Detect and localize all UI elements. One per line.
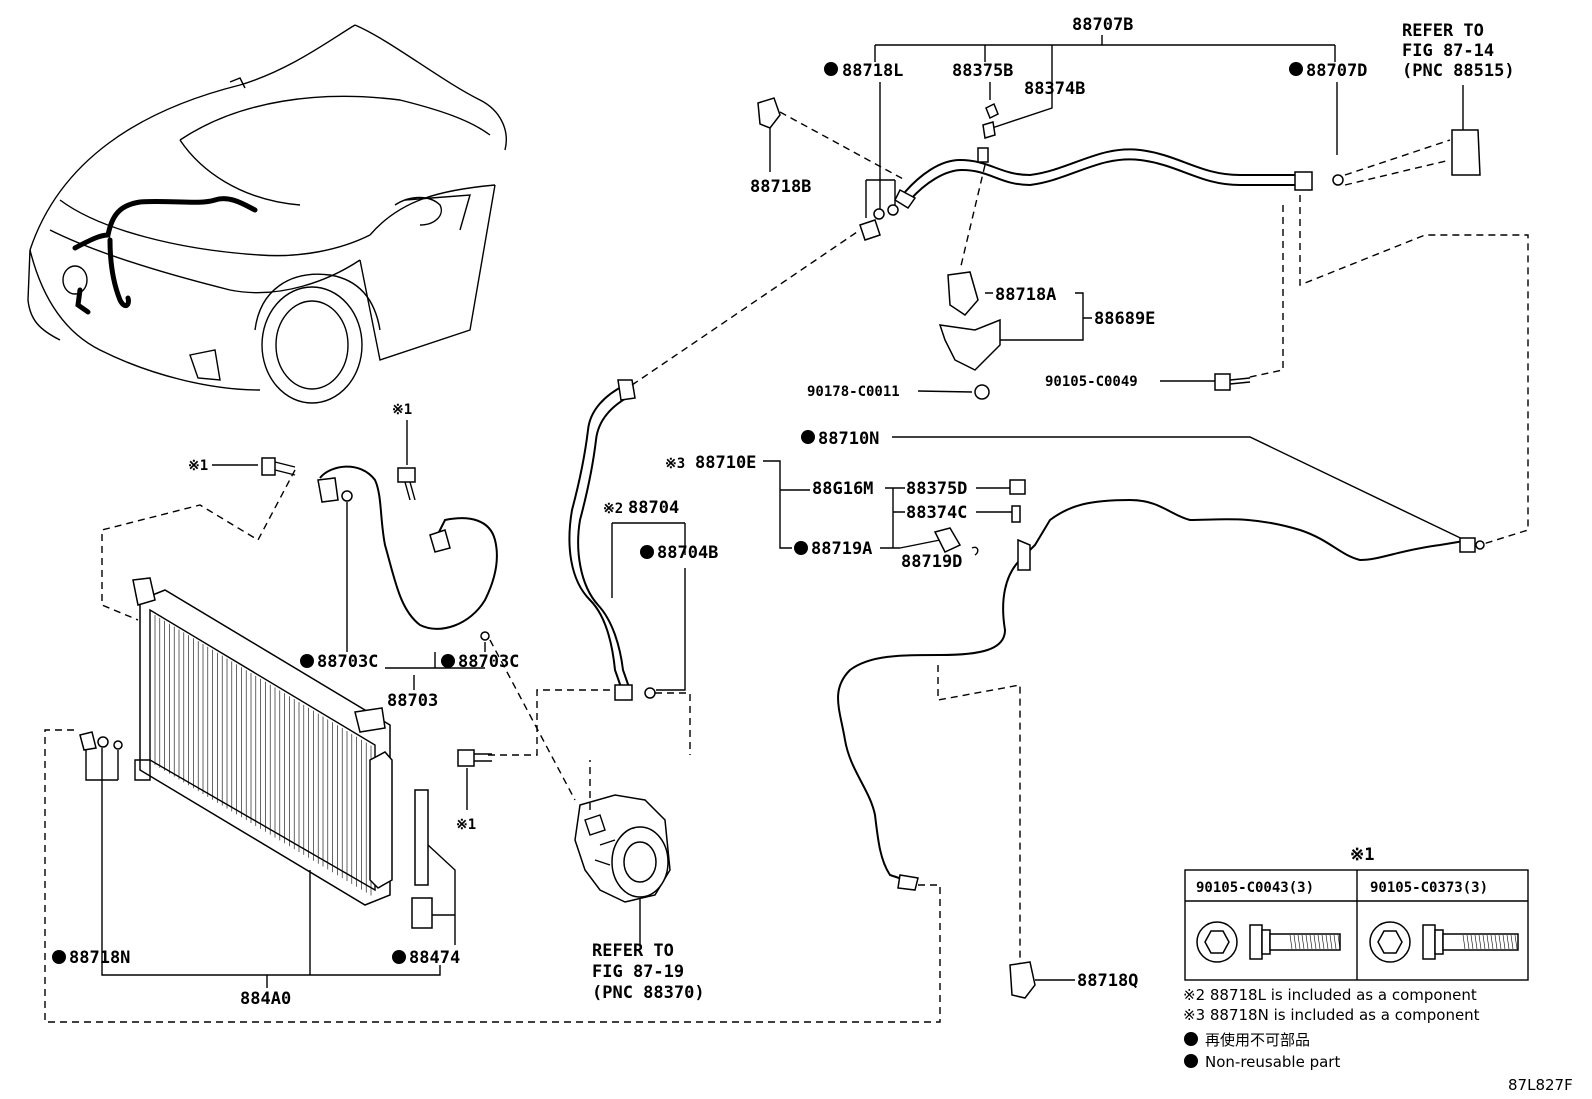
condenser-884A0-group: 88474 88718N 884A0: [52, 577, 460, 1009]
refer-label-2b: FIG 87-19: [592, 962, 684, 982]
label-90178-C0011: 90178-C0011: [807, 384, 900, 400]
table-col1: 90105-C0043(3): [1196, 880, 1314, 896]
legend-jp: 再使用不可部品: [1205, 1031, 1310, 1049]
bolt-icon: [1196, 921, 1341, 963]
table-col2: 90105-C0373(3): [1370, 880, 1488, 896]
label-88719A: 88719A: [811, 539, 872, 559]
label-88719D: 88719D: [901, 552, 962, 572]
label-88374B: 88374B: [1024, 79, 1085, 99]
non-reusable-dot: [1184, 1032, 1198, 1046]
bolt-threads: [1289, 934, 1518, 950]
refer-label-2c: (PNC 88370): [592, 983, 705, 1003]
legend-en: Non-reusable part: [1205, 1053, 1340, 1071]
mark-2: ※2: [603, 501, 623, 517]
label-884A0: 884A0: [240, 989, 291, 1009]
label-88718N: 88718N: [69, 948, 130, 968]
label-88718B: 88718B: [750, 177, 811, 197]
non-reusable-dot: [801, 430, 815, 444]
refer-label-1: REFER TO: [1402, 21, 1484, 41]
label-88704: 88704: [628, 498, 679, 518]
label-88703: 88703: [387, 691, 438, 711]
bolt-reference-table: ※1 90105-C0043(3) 90105-C0373(3): [1184, 845, 1529, 981]
non-reusable-dot: [1184, 1054, 1198, 1068]
discharge-hose-88703-group: ※1 ※1 88703C 88703C 88703: [101, 402, 576, 801]
notes-legend: ※2 88718L is included as a component ※3 …: [1183, 986, 1573, 1094]
label-90105-C0049: 90105-C0049: [1045, 374, 1138, 390]
vehicle-front-illustration: [27, 24, 507, 404]
non-reusable-dot: [300, 654, 314, 668]
non-reusable-dot: [1289, 62, 1303, 76]
diagram-code: 87L827F: [1508, 1076, 1573, 1094]
non-reusable-dot: [441, 654, 455, 668]
label-88718Q: 88718Q: [1077, 971, 1138, 991]
label-88704B: 88704B: [657, 543, 718, 563]
non-reusable-dot: [392, 950, 406, 964]
mark-1c: ※1: [456, 817, 476, 833]
label-88G16M: 88G16M: [812, 479, 873, 499]
suction-hose-88707B-group: 88707B 88718L 88375B 88374B 88707D REFER…: [750, 15, 1529, 546]
mark-1b: ※1: [392, 402, 412, 418]
label-88707D: 88707D: [1306, 61, 1367, 81]
non-reusable-dot: [52, 950, 66, 964]
condenser-fins: [154, 615, 372, 896]
mark-1a: ※1: [188, 458, 208, 474]
bracket-88689E-group: 88718A 88689E 90178-C0011 90105-C0049: [807, 271, 1251, 400]
non-reusable-dot: [640, 545, 654, 559]
label-88718A: 88718A: [995, 285, 1056, 305]
non-reusable-dot: [794, 541, 808, 555]
note-2: ※2 88718L is included as a component: [1183, 986, 1477, 1004]
label-88718L: 88718L: [842, 61, 903, 81]
note-3: ※3 88718N is included as a component: [1183, 1006, 1480, 1024]
compressor-group: REFER TO FIG 87-19 (PNC 88370) ※1: [456, 749, 705, 1003]
refer-label-1c: (PNC 88515): [1402, 61, 1515, 81]
label-88375B: 88375B: [952, 61, 1013, 81]
label-88689E: 88689E: [1094, 309, 1155, 329]
suction-hose-88704-group: ※2 88704 88704B: [485, 229, 861, 756]
non-reusable-dot: [824, 62, 838, 76]
label-88710N: 88710N: [818, 429, 879, 449]
mark-3: ※3: [665, 456, 685, 472]
label-88703C-b: 88703C: [458, 652, 519, 672]
label-88710E: 88710E: [695, 453, 756, 473]
refer-label-1b: FIG 87-14: [1402, 41, 1494, 61]
table-heading: ※1: [1350, 845, 1374, 865]
label-88474: 88474: [409, 948, 460, 968]
label-88374C: 88374C: [906, 503, 967, 523]
label-88375D: 88375D: [906, 479, 967, 499]
label-88707B: 88707B: [1072, 15, 1133, 35]
label-88703C-a: 88703C: [317, 652, 378, 672]
liquid-tube-88710E-group: 88710N ※3 88710E 88G16M 88375D 88374C 88…: [44, 429, 1485, 1023]
refer-label-2: REFER TO: [592, 941, 674, 961]
